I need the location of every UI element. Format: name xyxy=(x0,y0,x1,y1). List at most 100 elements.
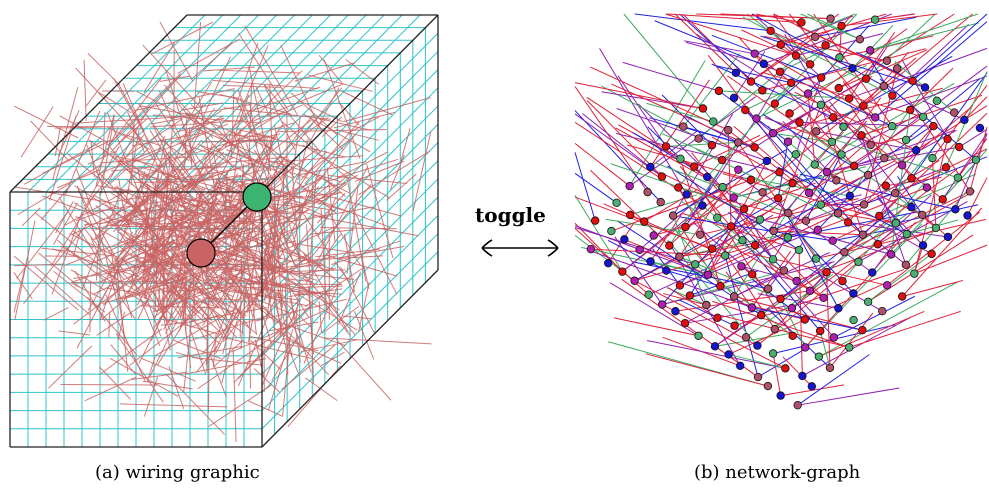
wire xyxy=(320,298,351,337)
network-node xyxy=(665,241,674,250)
wire xyxy=(114,155,163,168)
wire xyxy=(164,238,191,274)
wire xyxy=(15,186,113,204)
wire xyxy=(136,203,187,289)
network-node xyxy=(810,160,819,169)
network-node xyxy=(729,193,738,202)
wire xyxy=(131,371,188,381)
wire xyxy=(75,67,143,140)
wire xyxy=(41,247,113,257)
wire xyxy=(54,126,61,156)
network-node xyxy=(827,137,837,147)
network-edge xyxy=(942,132,988,200)
network-node xyxy=(791,150,800,159)
network-edge xyxy=(716,237,824,299)
network-node xyxy=(781,364,790,373)
network-edge xyxy=(831,123,869,143)
network-node xyxy=(826,14,835,23)
network-node xyxy=(928,153,937,163)
wire xyxy=(81,188,123,290)
wire xyxy=(271,165,331,255)
wire xyxy=(306,184,372,264)
network-node xyxy=(815,326,825,336)
network-node xyxy=(746,175,756,185)
wire xyxy=(303,113,371,153)
network-node xyxy=(746,77,756,86)
network-edge xyxy=(838,13,955,89)
network-edge xyxy=(863,68,898,205)
network-node xyxy=(775,67,785,76)
network-node xyxy=(813,225,823,235)
network-edge xyxy=(772,353,782,396)
network-edge xyxy=(849,104,885,159)
network-node xyxy=(776,40,786,49)
network-node xyxy=(805,286,815,295)
network-node xyxy=(776,391,785,400)
wire xyxy=(335,338,392,401)
wire xyxy=(86,144,117,220)
toggle-arrow-icon[interactable] xyxy=(481,239,559,257)
wire xyxy=(320,351,345,367)
network-node xyxy=(918,210,927,220)
network-edge xyxy=(877,195,908,235)
network-node xyxy=(698,201,707,210)
network-node xyxy=(881,181,890,190)
wire xyxy=(296,255,338,267)
network-node xyxy=(681,222,690,232)
wire xyxy=(123,135,166,232)
network-node xyxy=(703,270,713,279)
network-edge xyxy=(623,13,714,122)
network-node xyxy=(682,190,691,199)
wire xyxy=(296,181,337,214)
network-edge xyxy=(679,216,833,242)
network-node xyxy=(901,260,911,269)
network-edge xyxy=(826,97,882,173)
toggle-label[interactable]: toggle xyxy=(475,203,546,227)
wire xyxy=(34,212,119,281)
network-edge xyxy=(645,353,769,387)
wire xyxy=(241,246,292,262)
network-edge xyxy=(967,177,988,216)
caption-network-graph: (b) network-graph xyxy=(694,462,861,483)
wire xyxy=(317,196,337,238)
network-node xyxy=(676,154,685,163)
wire xyxy=(281,344,336,391)
network-node xyxy=(607,226,616,236)
grid-line xyxy=(261,251,439,430)
network-node xyxy=(955,142,964,152)
network-edge xyxy=(780,271,827,300)
network-edge xyxy=(677,187,713,249)
network-edge xyxy=(773,13,811,65)
network-node xyxy=(763,381,773,391)
network-edge xyxy=(574,172,617,204)
network-edge xyxy=(890,109,911,255)
network-node xyxy=(865,46,875,55)
wire xyxy=(265,155,364,163)
network-node xyxy=(855,35,865,44)
network-node xyxy=(843,218,853,227)
wire xyxy=(165,281,203,295)
wire xyxy=(64,110,101,196)
network-edge xyxy=(902,60,949,140)
wire xyxy=(210,200,246,217)
wire xyxy=(75,216,154,259)
network-node xyxy=(922,183,932,192)
network-node xyxy=(897,161,907,170)
network-edge xyxy=(581,246,708,276)
network-node xyxy=(848,64,857,73)
random-wires xyxy=(13,21,432,443)
network-node xyxy=(757,310,766,320)
network-node xyxy=(685,291,695,300)
wire xyxy=(130,185,157,286)
network-node xyxy=(770,324,779,334)
network-node xyxy=(768,255,778,264)
wire xyxy=(118,118,148,144)
wire xyxy=(198,144,264,170)
wire xyxy=(269,321,319,332)
wire xyxy=(166,163,252,192)
wire xyxy=(333,111,396,129)
wire xyxy=(389,154,405,190)
network-edge xyxy=(814,166,923,216)
wire xyxy=(95,178,174,240)
